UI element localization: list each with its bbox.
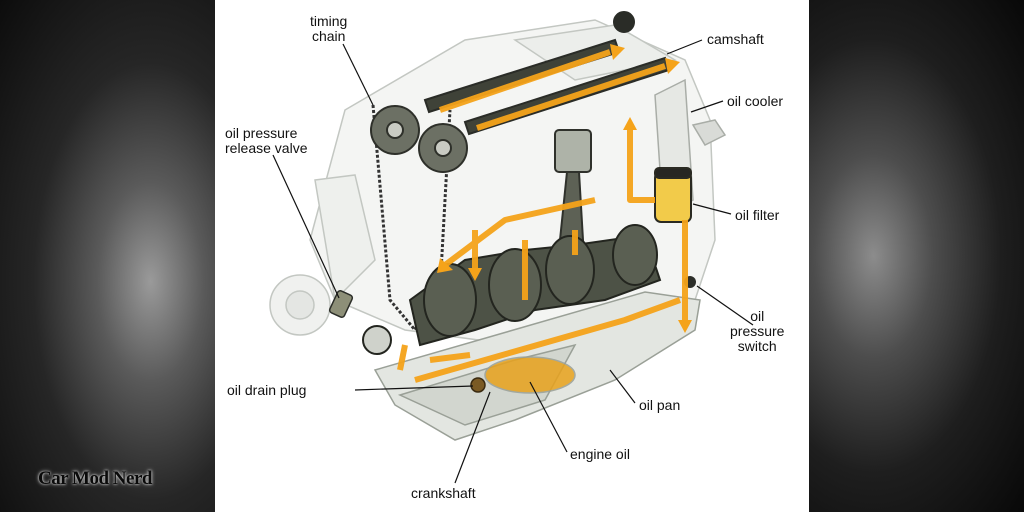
label-camshaft: camshaft [707,31,764,47]
label-oil-pressure-switch: oil pressure switch [730,308,785,354]
engine-oil-pool [484,356,576,394]
label-oil-filter: oil filter [735,207,780,223]
oil-flow-arrows [397,49,688,383]
label-oil-cooler: oil cooler [727,93,784,109]
label-crankshaft: crankshaft [411,485,476,501]
label-timing-chain: timing chain [310,13,348,44]
right-background-panel [809,0,1024,512]
label-oil-drain-plug: oil drain plug [227,382,307,398]
label-oil-pressure-release-valve: oil pressure release valve [225,125,308,156]
engine-illustration [269,11,754,484]
watermark-logo: Car Mod Nerd [38,468,152,489]
label-engine-oil: engine oil [570,446,630,462]
label-oil-pan: oil pan [639,397,681,413]
leader-lines [272,39,754,484]
oil-pan-shape [373,291,701,441]
oil-pressure-release-valve [328,289,354,319]
engine-lubrication-diagram: timing chain camshaft oil cooler oil pre… [215,0,809,512]
left-background-panel: Car Mod Nerd [0,0,215,512]
oil-drain-plug-part [470,377,486,393]
oil-filter-canister [654,167,692,223]
piston [554,129,592,241]
timing-chain [371,104,452,333]
cam-sprockets [370,105,468,173]
oil-flow-arrowheads [437,44,692,333]
